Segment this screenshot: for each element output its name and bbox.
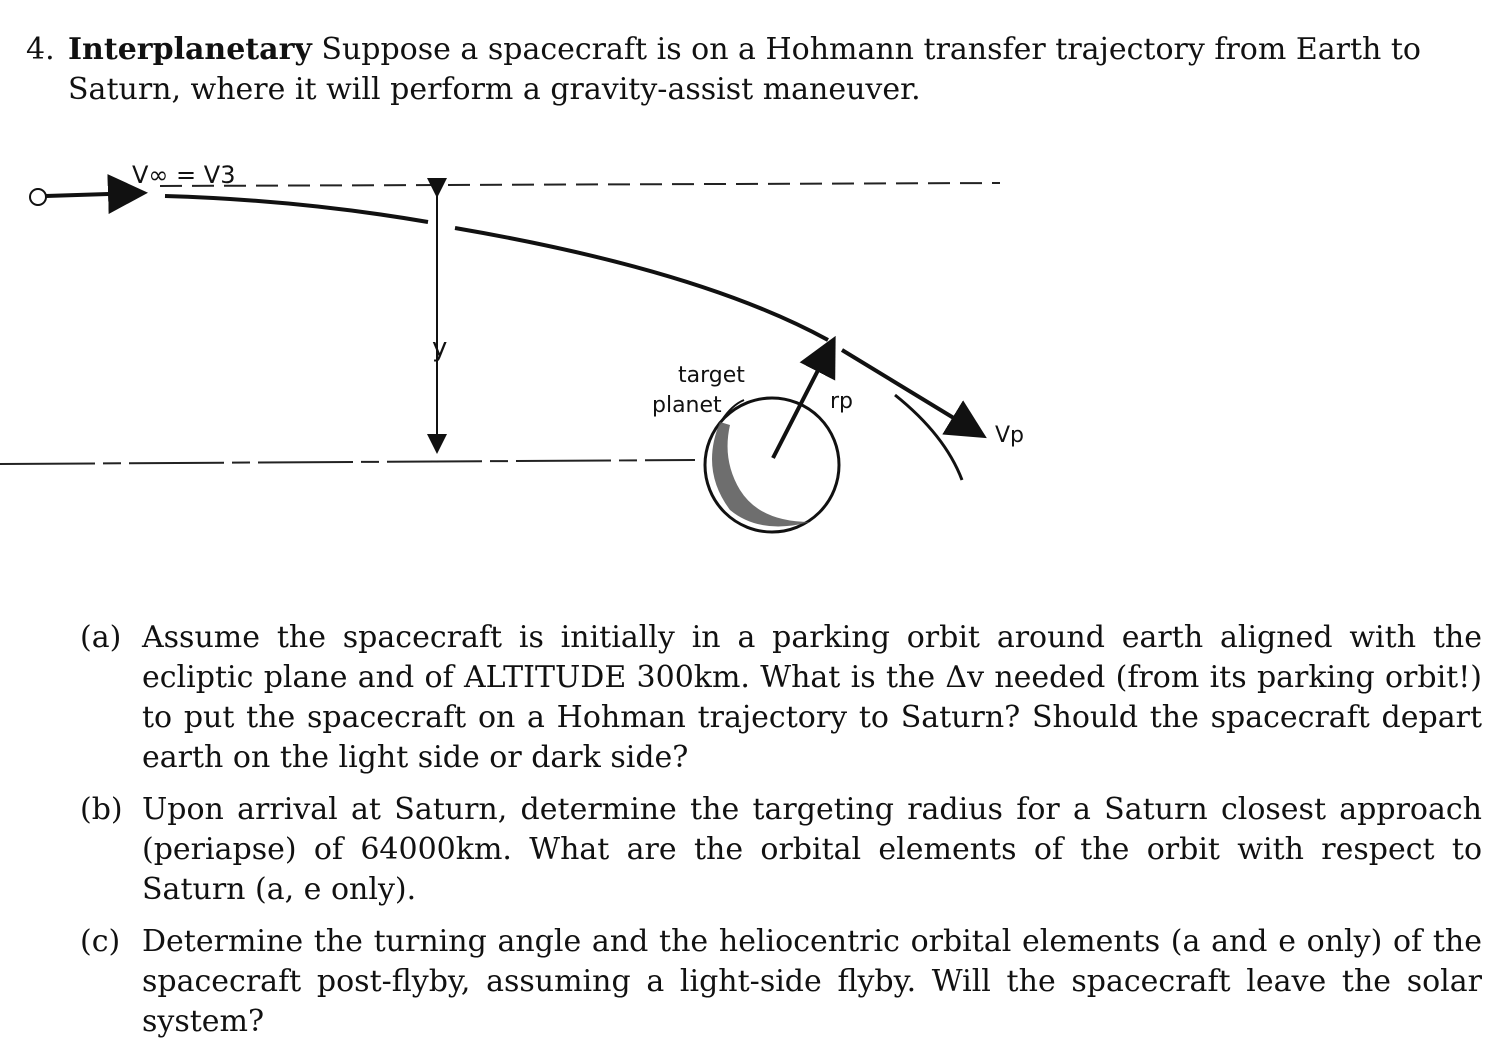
incoming-trajectory-1	[164, 194, 429, 224]
part-text: Determine the turning angle and the heli…	[142, 924, 1482, 1039]
y-label: y	[432, 333, 447, 363]
part-label: (c)	[80, 924, 121, 959]
part-text: Assume the spacecraft is initially in a …	[142, 620, 1482, 775]
problem-statement: 4. Interplanetary Suppose a spacecraft i…	[26, 30, 1486, 110]
planet-label-leader	[721, 399, 745, 421]
vinf-label: V∞ = V3	[132, 161, 235, 189]
planet-shading	[712, 422, 810, 527]
outgoing-branch	[894, 393, 964, 481]
part-c: (c) Determine the turning angle and the …	[80, 922, 1482, 1042]
problem-intro: Suppose a spacecraft is on a Hohmann tra…	[68, 32, 1421, 107]
part-a: (a) Assume the spacecraft is initially i…	[80, 618, 1482, 778]
part-label: (b)	[80, 792, 123, 827]
problem-number: 4.	[26, 32, 55, 67]
incoming-trajectory-2	[454, 226, 829, 342]
flyby-diagram: V∞ = V3 y target planet rp Vp	[0, 150, 1040, 550]
planet-reference-line	[0, 459, 696, 465]
rp-vector	[771, 335, 836, 459]
vinf-arrow	[45, 174, 148, 215]
part-text: Upon arrival at Saturn, determine the ta…	[142, 792, 1482, 907]
incoming-asymptote-line	[159, 182, 1001, 187]
spacecraft-start-point	[29, 188, 47, 206]
rp-label: rp	[830, 389, 853, 414]
vp-label: Vp	[995, 423, 1024, 448]
part-b: (b) Upon arrival at Saturn, determine th…	[80, 790, 1482, 910]
sub-questions: (a) Assume the spacecraft is initially i…	[80, 618, 1482, 1054]
part-label: (a)	[80, 620, 122, 655]
vp-arrow	[840, 348, 987, 439]
problem-intro-block: Interplanetary Suppose a spacecraft is o…	[68, 30, 1486, 110]
problem-title: Interplanetary	[68, 32, 312, 67]
target-label: target	[678, 363, 745, 388]
planet-label: planet	[652, 393, 722, 418]
